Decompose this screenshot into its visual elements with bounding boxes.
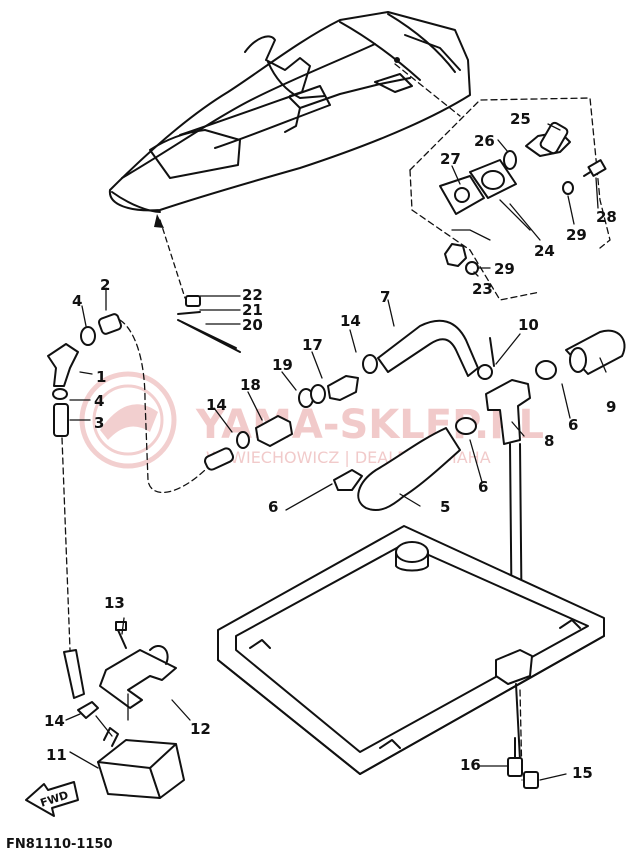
callout-26: 26 [474,132,495,150]
callout-6c: 6 [268,498,278,516]
forward-arrow: FWD [25,781,79,817]
callout-11: 11 [46,746,67,764]
callout-4b: 4 [94,392,104,410]
watermark-brand: YAMA-SKLEP.PL [195,402,544,448]
bracket-20-22 [177,295,241,353]
callout-14c: 14 [44,712,65,730]
callout-3: 3 [94,414,104,432]
callout-25: 25 [510,110,531,128]
callout-24: 24 [534,242,555,260]
callout-16: 16 [460,756,481,774]
callout-18: 18 [240,376,261,394]
callout-21: 21 [242,301,263,319]
callout-6b: 6 [478,478,488,496]
callout-27: 27 [440,150,461,168]
callout-14a: 14 [340,312,361,330]
leader-lines [65,123,607,781]
callout-23: 23 [472,280,493,298]
callout-labels: 1 2 3 4 4 5 6 6 6 7 8 9 10 11 12 13 14 1… [44,110,617,782]
callout-12: 12 [190,720,211,738]
callout-29b: 29 [494,260,515,278]
callout-2: 2 [100,276,110,294]
callout-4a: 4 [72,292,82,310]
callout-28: 28 [596,208,617,226]
left-fittings [47,313,206,651]
callout-15: 15 [572,764,593,782]
callout-22: 22 [242,286,263,304]
watermark: YAMA-SKLEP.PL W. WIECHOWICZ | DEALER YAM… [79,371,544,469]
leader-hull-to-bracket [154,214,186,299]
callout-17: 17 [302,336,323,354]
callout-10: 10 [518,316,539,334]
callout-5: 5 [440,498,450,516]
fitting-chain [203,319,493,471]
callout-20: 20 [242,316,263,334]
vent-detail-box [409,97,611,301]
callout-19: 19 [272,356,293,374]
callout-29a: 29 [566,226,587,244]
callout-1: 1 [96,368,106,386]
callout-6a: 6 [568,416,578,434]
callout-14b: 14 [206,396,227,414]
bolts-15-16 [507,737,539,789]
callout-7: 7 [380,288,390,306]
callout-13: 13 [104,594,125,612]
tray-illustration [217,525,605,781]
diagram-code: FN81110-1150 [6,837,113,852]
tee-and-hoses [333,329,626,651]
container-and-bracket [63,621,185,799]
callout-9: 9 [606,398,616,416]
hull-illustration [108,11,471,213]
callout-8: 8 [544,432,554,450]
